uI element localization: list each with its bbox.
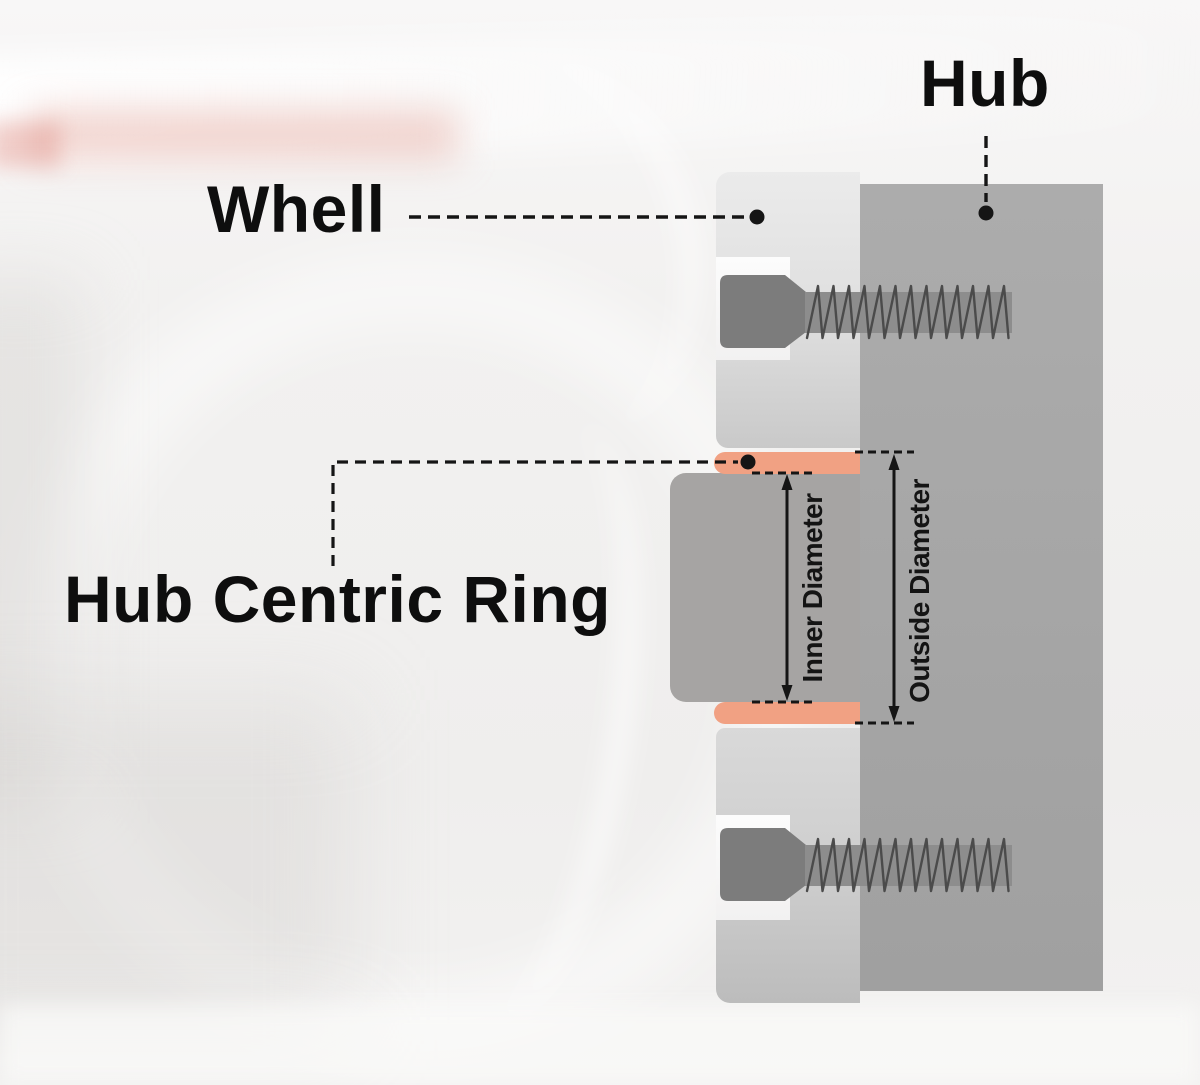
outside-diameter-label: Outside Diameter xyxy=(904,479,935,703)
hub-centric-ring-bottom xyxy=(714,702,860,724)
hub-center-bore xyxy=(670,473,860,702)
tire-shadow-left xyxy=(0,280,80,800)
hub-label: Hub xyxy=(920,46,1050,120)
tail-light-smudge xyxy=(28,110,458,160)
ground-shadow xyxy=(0,700,350,1030)
inner-diameter-label: Inner Diameter xyxy=(797,493,828,683)
hub-centric-ring-label: Hub Centric Ring xyxy=(64,562,611,636)
wheel-bolt-slot-top xyxy=(716,257,790,360)
hub-centric-ring-top xyxy=(714,452,860,474)
hub-body xyxy=(860,184,1103,991)
faded-wheel-spoke-right xyxy=(391,409,671,1031)
wheel-bolt-slot-bottom xyxy=(716,815,790,920)
wheel-label: Whell xyxy=(207,172,386,246)
bottom-light-band xyxy=(0,1005,1200,1085)
tail-light-smudge-edge xyxy=(0,122,60,168)
faded-wheel-spoke-upper xyxy=(334,20,742,480)
